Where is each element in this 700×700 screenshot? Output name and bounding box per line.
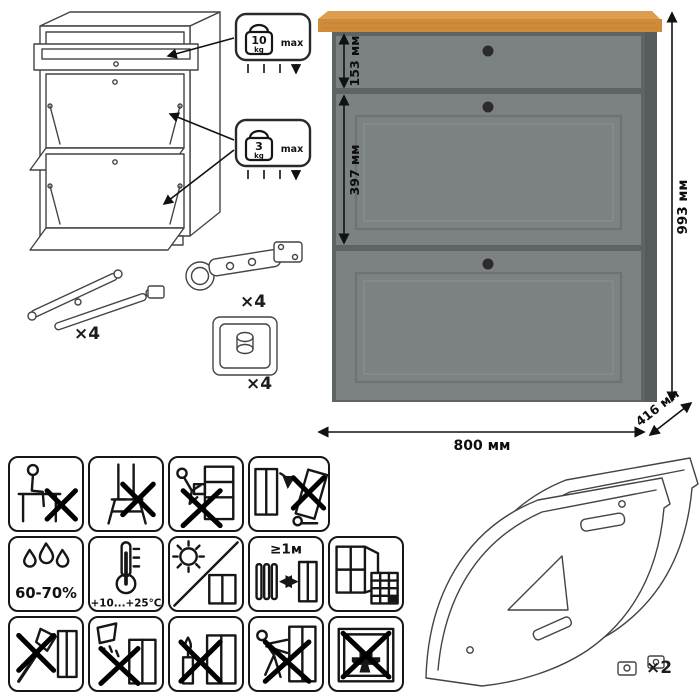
- min-distance-label: ≥1м: [270, 541, 302, 557]
- cabinet-outline-drawing: 10 kg max 3 kg max: [29, 11, 312, 251]
- leader-to-flap1: [168, 112, 235, 141]
- dim-label-width: 800 мм: [454, 438, 511, 454]
- cabinet-top-surface: [318, 11, 660, 19]
- kettlebell-icon: [248, 23, 270, 34]
- care-icon-no-pushing: [248, 616, 324, 692]
- care-icon-heat-distance: ≥1м: [248, 536, 324, 612]
- sun-icon: [179, 547, 198, 566]
- flap1-knob: [482, 101, 494, 113]
- hinge-arm: [208, 249, 282, 277]
- load-direction-arrows: [247, 64, 296, 73]
- care-icon-no-sunlight: [168, 536, 244, 612]
- care-icon-no-sharp-tools: [8, 616, 84, 692]
- panel-count-label: ×2: [646, 658, 673, 678]
- load-direction-arrows: [247, 170, 296, 179]
- drawer-knob: [482, 45, 494, 57]
- dim-label-flap-height: 397 мм: [347, 145, 362, 196]
- hinge-drawing: [185, 241, 303, 291]
- cabinet-render: 153 мм 397 мм 993 мм 800 мм 416 мм: [317, 11, 693, 454]
- care-icon-no-open-flame: [168, 616, 244, 692]
- water-drop-icon: [22, 548, 37, 568]
- leg-peg: [236, 331, 254, 343]
- side-panels-drawing: [425, 457, 699, 687]
- care-icon-no-climbing: [168, 456, 244, 532]
- dim-label-total-height: 993 мм: [675, 180, 691, 235]
- cabinet-side-panel: [645, 32, 657, 402]
- leader-to-drawer: [166, 37, 235, 59]
- care-icon-no-liquids: [88, 616, 164, 692]
- care-icon-temperature: +10...+25°С: [88, 536, 164, 612]
- hinge-plate: [273, 241, 303, 263]
- flap-load-max: max: [281, 144, 303, 155]
- cabinet-top-edge: [318, 19, 662, 32]
- flap-stay-drawing: [27, 269, 165, 331]
- flap-load-badge: 3 kg max: [234, 118, 312, 179]
- hinge-count-label: ×4: [240, 292, 267, 312]
- drawer-load-max: max: [281, 38, 303, 49]
- leg-drawing: [212, 316, 278, 376]
- care-icon-tipover-warning: [248, 456, 330, 532]
- drawer-load-unit: kg: [254, 46, 264, 54]
- radiator-icon: [255, 562, 263, 601]
- outline-flap1-opening: [45, 73, 185, 149]
- stay-count-label: ×4: [74, 324, 101, 344]
- cabinet-drawer-front: [336, 36, 641, 88]
- cabinet-flap1: [336, 94, 641, 245]
- side-panel-front: [425, 477, 671, 687]
- drawer-load-badge: 10 kg max: [234, 12, 312, 73]
- care-icon-no-heavy-objects: [328, 616, 404, 692]
- dim-label-drawer-height: 153 мм: [347, 36, 362, 87]
- kettlebell-icon: [248, 129, 270, 140]
- outline-flap2-open: [29, 227, 185, 251]
- panel-brackets: [617, 655, 665, 676]
- care-icon-no-standing: [88, 456, 164, 532]
- outline-flap2-opening: [45, 153, 185, 229]
- care-icon-no-sitting: [8, 456, 84, 532]
- leg-count-label: ×4: [246, 374, 273, 394]
- drawer-load-value: 10: [251, 34, 267, 47]
- humidity-label: 60-70%: [15, 585, 77, 602]
- leader-to-flap2: [162, 149, 235, 205]
- flap-load-unit: kg: [254, 152, 264, 160]
- cabinet-flap2: [336, 251, 641, 400]
- care-icon-ventilation: [328, 536, 404, 612]
- temperature-label: +10...+25°С: [91, 598, 162, 610]
- flap2-knob: [482, 258, 494, 270]
- care-icon-humidity: 60-70%: [8, 536, 84, 612]
- flap-load-value: 3: [255, 140, 263, 153]
- leg-plate: [212, 316, 278, 376]
- spill-icon: [96, 622, 118, 645]
- dim-line-depth: [648, 401, 693, 437]
